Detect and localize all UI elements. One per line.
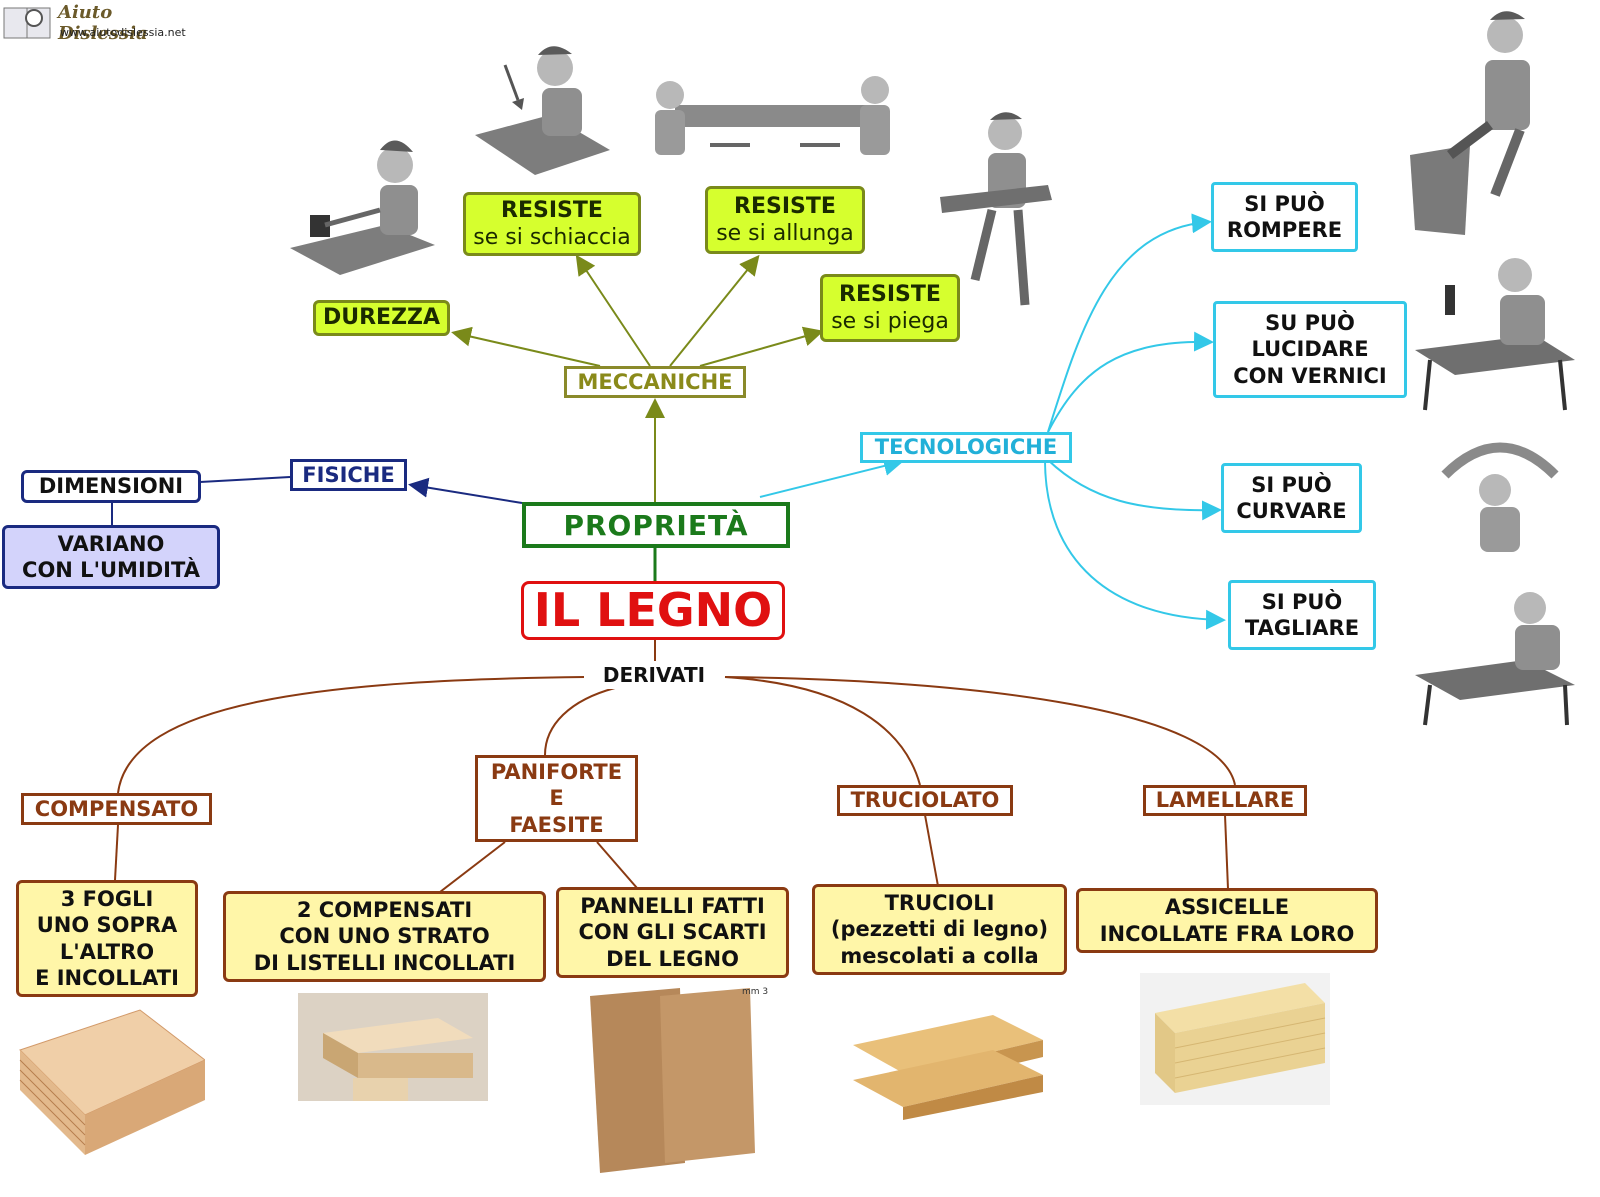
- detail-line: ASSICELLE: [1164, 895, 1290, 920]
- tech-item-line: SI PUÒ: [1251, 472, 1332, 497]
- physical-label: FISICHE: [290, 459, 407, 491]
- mechanical-item-piega: RESISTE se si piega: [820, 274, 960, 342]
- pull-illustration: [655, 76, 890, 155]
- tech-item-curvare: SI PUÒ CURVARE: [1221, 463, 1362, 533]
- logo-url: www.aiutodislessia.net: [60, 26, 186, 39]
- humidity-box: VARIANO CON L'UMIDITÀ: [2, 525, 220, 589]
- mechanical-item-sub: se si piega: [831, 309, 949, 334]
- varnish-illustration: [1415, 258, 1575, 411]
- bend-illustration: [940, 112, 1052, 306]
- break-illustration: [1410, 11, 1530, 235]
- dimensions-box: DIMENSIONI: [21, 470, 201, 503]
- tech-item-line: SI PUÒ: [1261, 589, 1343, 614]
- technological-label: TECNOLOGICHE: [860, 432, 1072, 463]
- detail-line: DI LISTELLI INCOLLATI: [253, 950, 516, 975]
- glulam-image: [1140, 973, 1330, 1105]
- mechanical-item-title: DUREZZA: [322, 305, 441, 331]
- tech-item-lucidare: SU PUÒ LUCIDARE CON VERNICI: [1213, 301, 1407, 398]
- mechanical-item-title: RESISTE: [501, 197, 603, 223]
- branch-truciolato: TRUCIOLATO: [837, 785, 1013, 816]
- hardboard-image: [590, 988, 755, 1173]
- tech-item-line: SU PUÒ: [1265, 311, 1355, 336]
- tech-item-tagliare: SI PUÒ TAGLIARE: [1228, 580, 1376, 650]
- blockboard-image: [298, 993, 488, 1101]
- mechanical-item-schiaccia: RESISTE se si schiaccia: [463, 192, 641, 256]
- tech-item-line: ROMPERE: [1226, 218, 1343, 242]
- humidity-line-2: CON L'UMIDITÀ: [22, 558, 200, 582]
- detail-compensato: 3 FOGLI UNO SOPRA L'ALTRO E INCOLLATI: [16, 880, 198, 997]
- detail-line: UNO SOPRA: [36, 913, 178, 938]
- plywood-image: [19, 1009, 205, 1155]
- book-icon: [3, 7, 51, 39]
- derivatives-label: DERIVATI: [584, 661, 724, 689]
- detail-line: PANNELLI FATTI: [580, 894, 765, 919]
- tech-item-line: CURVARE: [1236, 499, 1347, 523]
- detail-line: 2 COMPENSATI: [296, 898, 473, 923]
- mechanical-label: MECCANICHE: [564, 366, 746, 398]
- branch-line: E: [549, 786, 564, 811]
- press-illustration: [475, 46, 610, 175]
- measure-label: mm 3: [742, 987, 769, 997]
- curve-illustration: [1441, 442, 1559, 552]
- detail-line: L'ALTRO: [59, 939, 155, 964]
- tech-item-line: LUCIDARE: [1251, 337, 1369, 362]
- mechanical-item-durezza: DUREZZA: [313, 300, 450, 336]
- tech-item-line: CON VERNICI: [1233, 363, 1387, 388]
- tech-item-line: SI PUÒ: [1244, 191, 1325, 216]
- detail-line: CON GLI SCARTI: [578, 920, 767, 945]
- mechanical-item-allunga: RESISTE se si allunga: [705, 186, 865, 254]
- detail-paniforte: 2 COMPENSATI CON UNO STRATO DI LISTELLI …: [223, 891, 546, 982]
- mechanical-item-title: RESISTE: [839, 281, 941, 307]
- branch-paniforte: PANIFORTE E FAESITE: [475, 755, 638, 842]
- branch-line: FAESITE: [509, 812, 604, 837]
- tech-item-line: TAGLIARE: [1244, 616, 1360, 640]
- detail-line: DEL LEGNO: [606, 946, 739, 971]
- branch-line: PANIFORTE: [490, 760, 623, 785]
- detail-line: CON UNO STRATO: [279, 924, 490, 949]
- properties-box: PROPRIETÀ: [522, 502, 790, 548]
- detail-line: (pezzetti di legno): [830, 917, 1049, 942]
- tech-item-rompere: SI PUÒ ROMPERE: [1211, 182, 1358, 252]
- detail-lamellare: ASSICELLE INCOLLATE FRA LORO: [1076, 888, 1378, 953]
- detail-line: 3 FOGLI: [60, 887, 154, 911]
- humidity-line-1: VARIANO: [57, 531, 165, 556]
- detail-line: TRUCIOLI: [884, 891, 995, 916]
- chipboard-image: [853, 1015, 1043, 1120]
- branch-lamellare: LAMELLARE: [1143, 785, 1307, 816]
- main-title: IL LEGNO: [521, 581, 785, 640]
- detail-truciolato: TRUCIOLI (pezzetti di legno) mescolati a…: [812, 884, 1067, 975]
- mechanical-item-sub: se si schiaccia: [473, 225, 631, 250]
- logo: Aiuto Dislessia www.aiutodislessia.net: [2, 2, 202, 44]
- logo-name: Aiuto Dislessia: [58, 2, 148, 44]
- detail-line: mescolati a colla: [840, 943, 1039, 968]
- cut-illustration: [1415, 592, 1575, 726]
- mechanical-item-sub: se si allunga: [716, 221, 854, 246]
- detail-faesite: PANNELLI FATTI CON GLI SCARTI DEL LEGNO: [556, 887, 789, 978]
- branch-compensato: COMPENSATO: [21, 793, 212, 825]
- detail-line: INCOLLATE FRA LORO: [1099, 921, 1355, 946]
- mechanical-item-title: RESISTE: [734, 193, 836, 219]
- detail-line: E INCOLLATI: [35, 965, 179, 990]
- hammer-illustration: [290, 140, 435, 275]
